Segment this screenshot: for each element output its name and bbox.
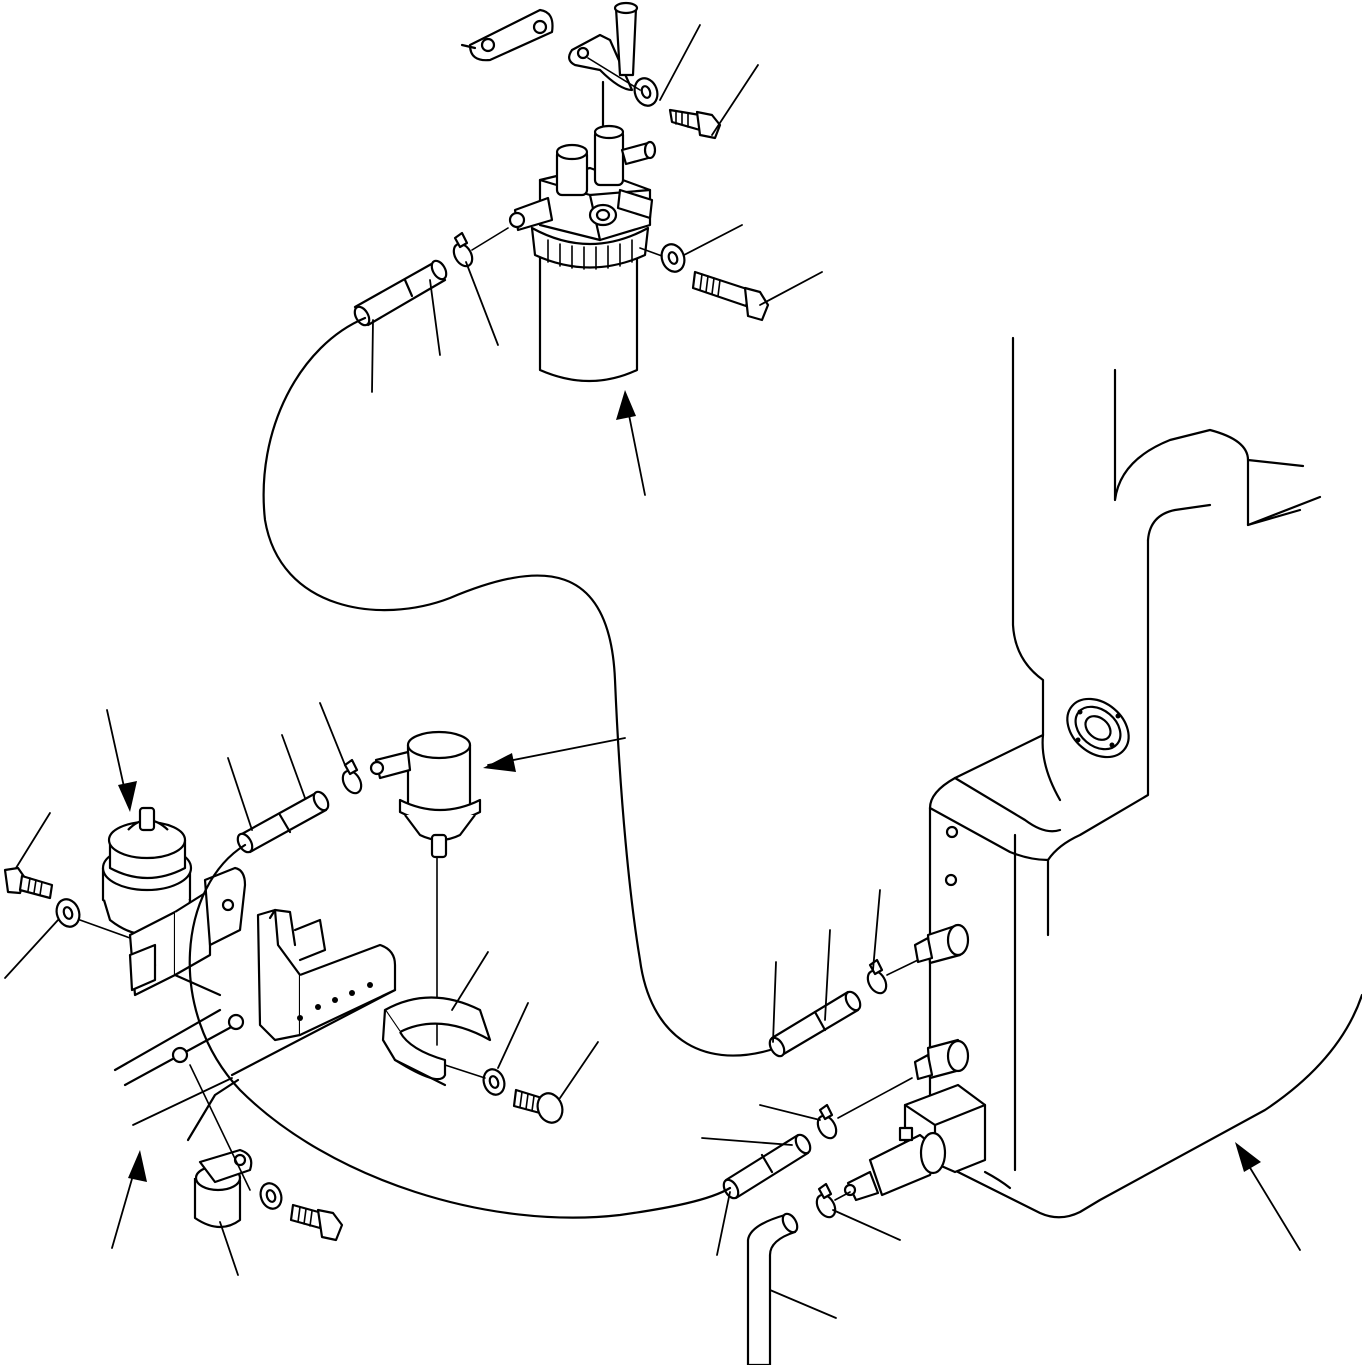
mounting-bolt-clamp [512,1088,564,1124]
drain-valve [843,1083,987,1202]
hose-clamp-drain [815,1182,837,1219]
washer-lower [259,1182,283,1210]
washer-clamp [482,1068,506,1096]
bolt-axis-clamp [444,1064,486,1079]
hose-axis-top [471,227,509,251]
bolt-axis-top-1 [587,57,641,91]
tank-fitting-lower [913,1038,970,1081]
hose-clamp-right-2 [816,1103,838,1140]
washer-top-1 [633,77,659,107]
drain-hose [746,1212,799,1365]
mounting-bolt-lower [289,1203,344,1242]
fuel-line-filter-to-tank [262,316,772,1057]
mounting-bracket-top [460,1,639,127]
washer-left [55,898,81,928]
bolt-axis-top-2 [639,247,663,257]
mounting-bolt-left [3,866,54,900]
bolt-axis-lower [189,1064,251,1191]
tank-flange [1066,697,1130,759]
hose-clamp-top [452,231,474,268]
fuel-tank [928,336,1362,1219]
bolt-axis-left [79,919,131,939]
washer-top-2 [660,243,686,273]
hose-axis-right-2 [837,1077,913,1119]
fuel-hose-right-1 [768,990,862,1058]
fuel-filter-water-separator [508,124,657,383]
frame-rail [113,908,397,1087]
hose-axis-drain [834,1191,851,1201]
fuel-hose-mid [236,790,330,854]
pipe-clamp-lower [186,1078,253,1229]
fuel-hose-right-2 [722,1133,812,1200]
mounting-bolt-top-2 [691,270,770,322]
leader-lines [4,24,1301,1319]
tank-fitting-upper [913,923,970,965]
fuel-line-pump-to-drain [188,843,732,1219]
hose-axis-right-1 [886,959,919,976]
leader-arrowheads [118,390,1261,1182]
hose-clamp-mid [341,758,363,795]
pipe-clamp [381,996,492,1087]
inline-fuel-filter [369,730,482,859]
hose-clamp-right-1 [866,958,888,995]
mounting-bracket-pump [128,866,247,997]
fuel-pump [101,806,193,937]
